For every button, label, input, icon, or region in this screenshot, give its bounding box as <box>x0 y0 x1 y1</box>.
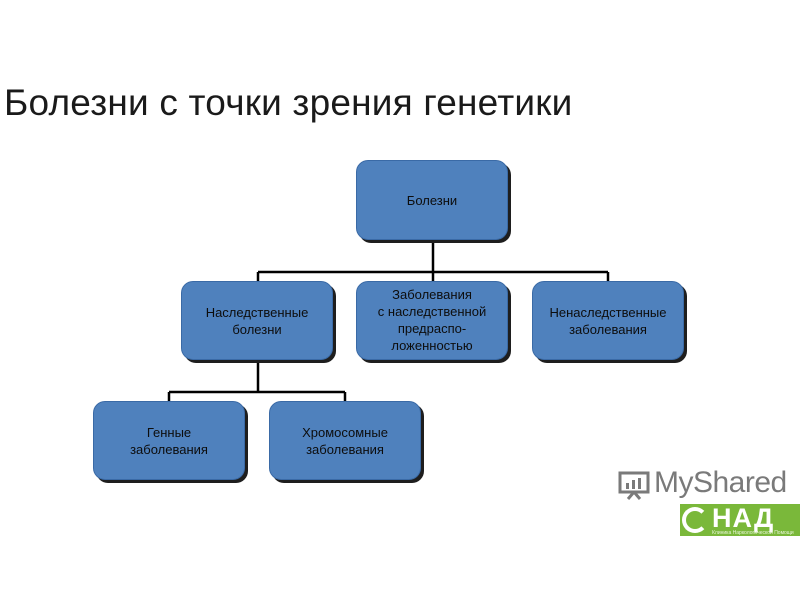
nad-logo-subtitle: Клиника Наркологической Помощи <box>712 530 794 536</box>
nad-logo: НАД Клиника Наркологической Помощи <box>680 504 800 536</box>
node-predisposition-diseases: Заболевания с наследственной предраспо- … <box>356 281 508 360</box>
myshared-watermark: MyShared НАД Клиника Наркологической Пом… <box>614 466 800 546</box>
node-hereditary-diseases: Наследственные болезни <box>181 281 333 360</box>
node-gene-diseases: Генные заболевания <box>93 401 245 480</box>
nad-logo-text: НАД <box>712 504 775 533</box>
node-chromosome-diseases: Хромосомные заболевания <box>269 401 421 480</box>
node-nonhereditary-diseases: Ненаследственные заболевания <box>532 281 684 360</box>
presentation-board-icon <box>618 471 650 500</box>
myshared-logo-text: MyShared <box>654 466 787 499</box>
slide-title: Болезни с точки зрения генетики <box>4 82 573 123</box>
swirl-icon <box>682 507 708 533</box>
node-diseases: Болезни <box>356 160 508 240</box>
